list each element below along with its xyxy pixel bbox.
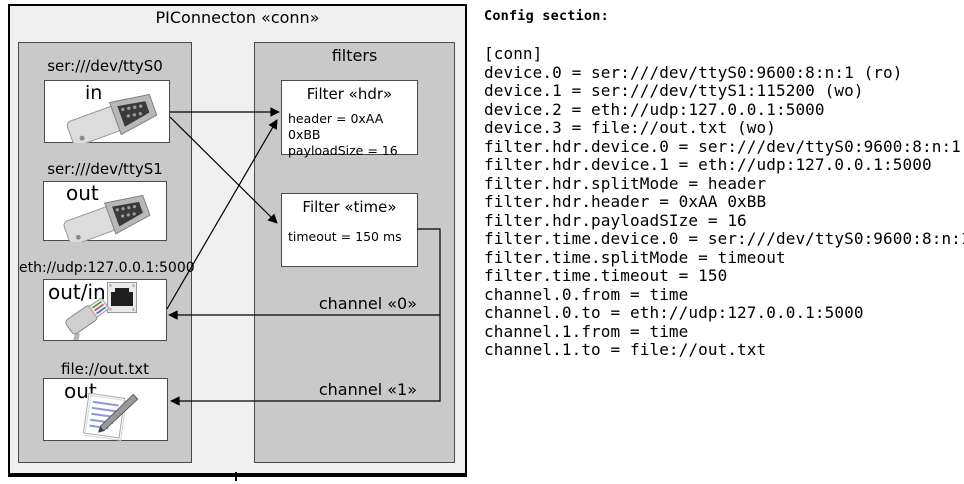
serial-connector-icon xyxy=(66,93,158,143)
filters-panel-title: filters xyxy=(331,46,378,65)
connector-diagram: PIConnecton «conn» ser:///dev/ttyS0 in xyxy=(8,4,467,481)
filter-time-title: Filter «time» xyxy=(302,198,397,216)
notepad-icon xyxy=(82,392,139,441)
filter-hdr-property: header = 0xAA 0xBB xyxy=(288,111,384,142)
filters-panel: filters Filter «hdr» header = 0xAA 0xBB … xyxy=(254,42,455,463)
filter-hdr-box: Filter «hdr» header = 0xAA 0xBB payloadS… xyxy=(281,80,418,158)
device-port-label: out xyxy=(66,181,99,205)
device-url-label-ttys0: ser:///dev/ttyS0 xyxy=(47,57,163,75)
filter-hdr-property: payloadSize = 16 xyxy=(288,143,398,158)
serial-connector-icon xyxy=(63,194,151,242)
channel-0-label: channel «0» xyxy=(318,294,417,313)
config-text: [conn] device.0 = ser:///dev/ttyS0:9600:… xyxy=(484,44,964,359)
device-port-label: in xyxy=(85,82,103,104)
diagram-title: PIConnecton «conn» xyxy=(155,8,320,27)
config-section: Config section: [conn] device.0 = ser://… xyxy=(484,8,964,360)
filter-time-box: Filter «time» timeout = 150 ms xyxy=(281,193,418,267)
device-box-eth: out/in xyxy=(43,279,167,341)
ethernet-plug-icon xyxy=(65,297,110,340)
device-url-label-eth: eth://udp:127.0.0.1:5000 xyxy=(19,260,195,276)
filter-time-property: timeout = 150 ms xyxy=(288,229,402,244)
bottom-border-notch xyxy=(235,472,237,481)
device-box-file: out xyxy=(43,378,168,441)
filter-hdr-title: Filter «hdr» xyxy=(306,85,393,103)
device-port-label: out/in xyxy=(48,280,106,304)
device-url-label-file: file://out.txt xyxy=(61,360,149,378)
channel-1-label: channel «1» xyxy=(318,380,417,399)
devices-panel: ser:///dev/ttyS0 in ser:///dev/ttyS1 xyxy=(18,42,195,463)
device-box-ttys0: in xyxy=(44,80,170,143)
device-url-label-ttys1: ser:///dev/ttyS1 xyxy=(47,160,163,178)
config-section-heading: Config section: xyxy=(484,8,609,24)
device-box-ttys1: out xyxy=(43,181,167,242)
ethernet-port-icon xyxy=(107,282,137,313)
